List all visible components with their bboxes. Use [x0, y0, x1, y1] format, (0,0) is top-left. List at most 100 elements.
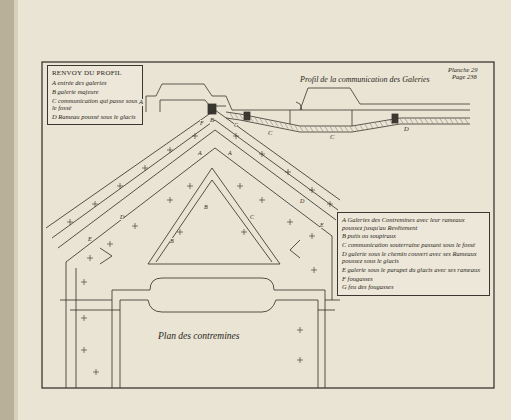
hatch-stroke — [295, 126, 298, 131]
hatch-stroke — [440, 119, 443, 124]
branch-cross — [287, 219, 293, 225]
legend-entry: C communication souterraine passant sous… — [342, 241, 485, 249]
legend-entry: E galerie sous le parapet du glacis avec… — [342, 266, 485, 274]
plate-frame — [42, 62, 494, 388]
callout-letter: E — [88, 236, 92, 242]
hatch-stroke — [415, 119, 418, 124]
hatch-stroke — [250, 117, 253, 122]
page-gutter — [14, 0, 18, 420]
hatch-stroke — [355, 126, 358, 131]
hatch-stroke — [410, 119, 413, 124]
callout-letter: G — [234, 122, 238, 128]
legend-entry: D galerie sous le chemin couvert avec se… — [342, 250, 485, 265]
hatch-stroke — [375, 123, 378, 128]
callout-letter: D — [300, 198, 304, 204]
callout-letter: B — [170, 238, 174, 244]
branch-cross — [81, 279, 87, 285]
callout-letter: B — [210, 117, 214, 124]
legend-entry: B puits ou soupiraux — [342, 232, 485, 240]
callout-letter: C — [268, 130, 272, 137]
hatch-stroke — [265, 120, 268, 125]
branch-cross — [241, 229, 247, 235]
branch-cross — [81, 347, 87, 353]
callout-letter: C — [330, 134, 334, 141]
branch-cross — [107, 241, 113, 247]
branch-cross — [327, 201, 333, 207]
hatch-stroke — [460, 119, 463, 124]
hatch-stroke — [275, 122, 278, 127]
branch-cross — [67, 219, 73, 225]
callout-letter: D — [404, 126, 409, 133]
hatch-stroke — [285, 124, 288, 129]
legend-entry: D Rameau poussé sous le glacis — [52, 113, 138, 121]
legend-entry: A entrée des galeries — [52, 79, 138, 87]
callout-letter: D — [120, 214, 124, 220]
hatch-stroke — [230, 113, 233, 118]
hatch-stroke — [360, 125, 363, 130]
branch-cross — [167, 147, 173, 153]
plate-caption: Planche 29 — [448, 67, 477, 74]
profile-hatching — [230, 113, 468, 131]
branch-cross — [237, 183, 243, 189]
hatch-stroke — [455, 119, 458, 124]
hatch-stroke — [300, 127, 303, 132]
hatch-stroke — [465, 119, 468, 124]
callout-letter: A — [228, 150, 232, 156]
callout-letter: E — [320, 222, 324, 228]
hatch-stroke — [270, 121, 273, 126]
branch-cross — [297, 357, 303, 363]
plan-legend-box: A Galeries des Contremines avec leur ram… — [337, 212, 490, 296]
branch-cross — [117, 183, 123, 189]
branch-cross — [187, 183, 193, 189]
hatch-stroke — [280, 123, 283, 128]
callout-letter: A — [139, 99, 143, 106]
callout-letter: C — [250, 214, 254, 220]
plate-caption: Page 238 — [452, 74, 477, 81]
hatch-stroke — [325, 127, 328, 132]
hatch-stroke — [350, 127, 353, 132]
hatch-stroke — [340, 127, 343, 132]
branch-cross — [93, 369, 99, 375]
callout-letter: A — [198, 150, 202, 156]
branch-cross — [132, 223, 138, 229]
hatch-stroke — [450, 119, 453, 124]
branch-cross — [285, 169, 291, 175]
branch-cross — [311, 267, 317, 273]
hatch-stroke — [395, 119, 398, 124]
branch-cross — [167, 197, 173, 203]
branch-cross — [92, 201, 98, 207]
profile-legend-box: RENVOY DU PROFILA entrée des galeriesB g… — [47, 65, 143, 125]
hatch-stroke — [330, 127, 333, 132]
countermine-branches — [67, 133, 333, 375]
branch-cross — [309, 187, 315, 193]
hatch-stroke — [290, 125, 293, 130]
hatch-stroke — [430, 119, 433, 124]
hatch-stroke — [335, 127, 338, 132]
branch-cross — [233, 133, 239, 139]
plate-caption: Profil de la communication des Galeries — [300, 76, 430, 84]
legend-entry: G feu des fougasses — [342, 283, 485, 291]
hatch-stroke — [260, 119, 263, 124]
branch-cross — [259, 197, 265, 203]
hatch-stroke — [425, 119, 428, 124]
hatch-stroke — [405, 119, 408, 124]
hatch-stroke — [400, 119, 403, 124]
hatch-stroke — [305, 127, 308, 132]
branch-cross — [177, 229, 183, 235]
hatch-stroke — [345, 127, 348, 132]
hatch-stroke — [435, 119, 438, 124]
branch-cross — [192, 133, 198, 139]
legend-heading: RENVOY DU PROFIL — [52, 69, 138, 77]
hatch-stroke — [445, 119, 448, 124]
plate-caption: Plan des contremines — [158, 332, 239, 342]
branch-cross — [259, 151, 265, 157]
legend-entry: A Galeries des Contremines avec leur ram… — [342, 216, 485, 231]
hatch-stroke — [370, 123, 373, 128]
legend-entry: F fougasses — [342, 275, 485, 283]
page-gutter — [0, 0, 14, 420]
hatch-stroke — [385, 121, 388, 126]
hatch-stroke — [235, 114, 238, 119]
legend-entry: C communication qui passe sous le fossé — [52, 97, 138, 112]
hatch-stroke — [420, 119, 423, 124]
